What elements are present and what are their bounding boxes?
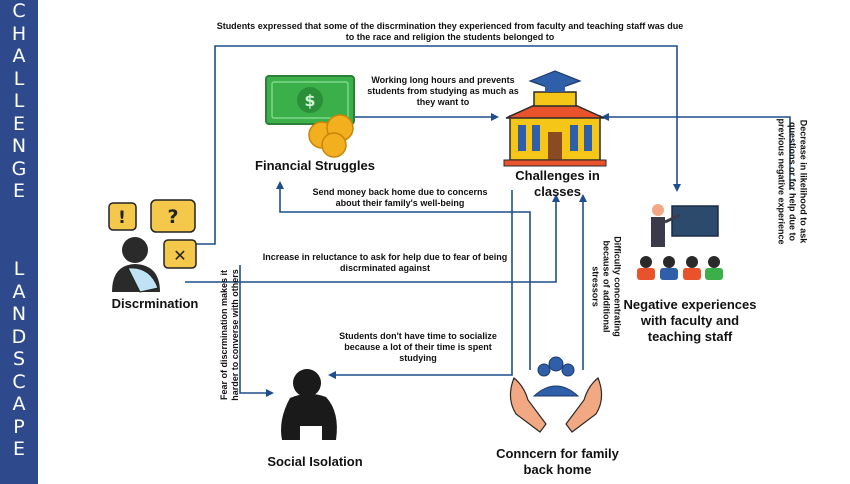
edge-socialize-label: Students don't have time to socialize be… bbox=[339, 331, 497, 363]
node-challenges-label: Challenges in classes bbox=[515, 168, 600, 199]
sidebar-letter: C bbox=[12, 370, 26, 393]
sidebar-letter: A bbox=[12, 393, 26, 415]
edge-socialize-arrow bbox=[328, 190, 513, 379]
money-icon: $ bbox=[265, 75, 355, 158]
sidebar-letter: A bbox=[12, 45, 26, 67]
sidebar-letter: N bbox=[11, 135, 27, 157]
edge-working-label: Working long hours and prevents students… bbox=[367, 75, 519, 107]
sidebar-letter: D bbox=[11, 325, 27, 348]
svg-text:!: ! bbox=[118, 208, 126, 228]
edge-decrease-arrow bbox=[601, 113, 791, 190]
node-negative-label: Negative experiences with faculty and te… bbox=[623, 297, 757, 344]
edge-top-label: Students expressed that some of the disc… bbox=[216, 21, 684, 42]
sidebar bbox=[0, 0, 38, 484]
sidebar-letter: P bbox=[13, 415, 25, 438]
edge-decrease-label: Decrease in likelihood to ask questions … bbox=[776, 118, 809, 245]
family-hands-icon bbox=[509, 356, 603, 433]
svg-text:?: ? bbox=[167, 206, 178, 228]
sidebar-letter: E bbox=[12, 112, 25, 135]
sidebar-letter: N bbox=[11, 303, 27, 325]
sidebar-letter: A bbox=[12, 280, 26, 303]
sidebar-letter: C bbox=[12, 0, 26, 22]
sidebar-letter: G bbox=[11, 157, 27, 180]
edge-difficulty-label: Difficulty concentrating because of addi… bbox=[590, 236, 623, 337]
isolation-icon bbox=[281, 369, 337, 440]
node-family-label: Conncern for family back home bbox=[496, 446, 619, 477]
sidebar-letter: L bbox=[13, 90, 25, 112]
edge-reluctance-label: Increase in reluctance to ask for help d… bbox=[262, 252, 508, 273]
sidebar-letter: L bbox=[13, 258, 25, 280]
sidebar-letter: L bbox=[13, 67, 25, 90]
sidebar-letter: S bbox=[12, 348, 26, 370]
node-discrimination-label: Discrmination bbox=[111, 296, 199, 311]
sidebar-letter: E bbox=[12, 180, 25, 202]
svg-text:$: $ bbox=[304, 91, 315, 110]
node-financial-label: Financial Struggles bbox=[255, 158, 375, 173]
edge-fear-arrow bbox=[239, 265, 274, 397]
edge-fear-label: Fear of discrmination makes it harder to… bbox=[219, 269, 240, 401]
sidebar-letter: E bbox=[12, 438, 25, 460]
sidebar-letter: H bbox=[11, 22, 27, 45]
edge-top-arrow bbox=[185, 45, 681, 245]
svg-text:✕: ✕ bbox=[173, 246, 186, 265]
edge-sendmoney-arrow bbox=[276, 181, 531, 370]
edge-sendmoney-label: Send money back home due to concerns abo… bbox=[312, 187, 488, 208]
classroom-icon bbox=[637, 204, 723, 280]
node-social-label: Social Isolation bbox=[267, 454, 363, 469]
discrimination-icon: ! ? ✕ bbox=[108, 199, 197, 293]
edge-reluctance-arrow bbox=[185, 194, 560, 283]
school-icon bbox=[503, 70, 607, 167]
